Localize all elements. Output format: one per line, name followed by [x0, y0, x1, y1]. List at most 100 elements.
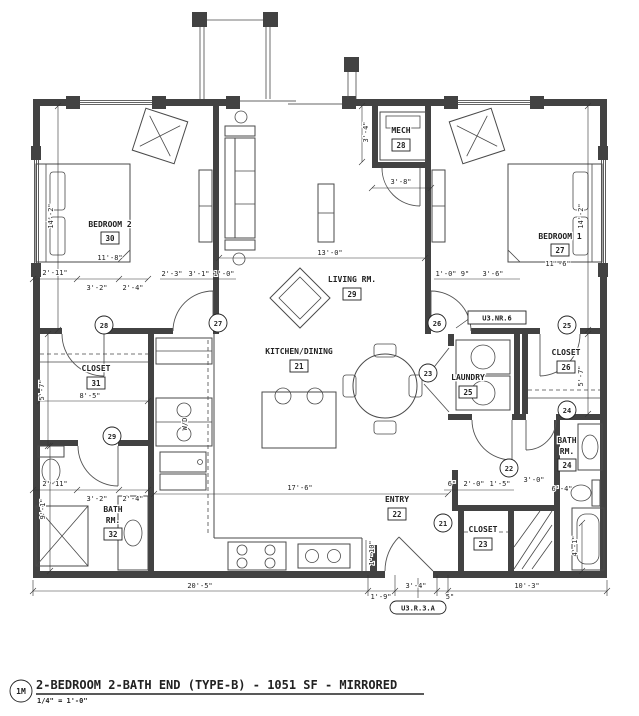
dim-1-9: 1'-9" — [370, 593, 391, 601]
keynote-26: 26 — [433, 320, 441, 328]
hatched-chase — [513, 510, 553, 570]
dim-3-4-top: 3'-4" — [362, 121, 370, 142]
room-label-mech: MECH — [391, 126, 410, 135]
dim-2-0: 2'-0" — [463, 480, 484, 488]
dimension-lines — [29, 102, 611, 598]
keynotes: 28 27 26 25 24 23 22 21 29 — [94, 313, 577, 533]
dresser-bedroom1 — [431, 169, 446, 243]
keynote-29: 29 — [108, 433, 116, 441]
dim-3-4-bottom: 3'-4" — [405, 582, 426, 590]
door-entry — [384, 536, 434, 572]
wd-label: W/D — [181, 418, 189, 431]
dim-3-2-b: 3'-2" — [86, 495, 107, 503]
island-bench — [261, 387, 337, 449]
room-label-bath32-line1: BATH — [103, 505, 122, 514]
door-closet31 — [61, 333, 105, 377]
sheet-title: 2-BEDROOM 2-BATH END (TYPE-B) - 1051 SF … — [36, 678, 397, 692]
dim-3-2-a: 3'-2" — [86, 284, 107, 292]
bed-bedroom2 — [35, 163, 131, 263]
dim-8-5: 8'-5" — [79, 392, 100, 400]
dim-1-10: 1'-10" — [368, 540, 376, 565]
door-bedroom2 — [172, 290, 214, 332]
dim-1-0-a: 1'-0" — [213, 270, 234, 278]
room-number-bath24: 24 — [562, 461, 572, 470]
dresser-bedroom2 — [198, 169, 213, 243]
room-label-closet23: CLOSET — [469, 525, 498, 534]
door-tag: U3.NR.6 — [482, 315, 512, 323]
chair-bedroom1 — [448, 107, 506, 165]
room-label-laundry: LAUNDRY — [451, 373, 485, 382]
room-number-bedroom1: 27 — [555, 246, 564, 255]
room-label-living: LIVING RM. — [328, 275, 376, 284]
room-label-bath24-line1: BATH — [557, 436, 576, 445]
door-hall — [471, 419, 513, 461]
dim-17-6: 17'-6" — [287, 484, 312, 492]
dimension-texts: 14'-2" 14'-2" 3'-4" 3'-8" 2'-11" 3'-2" 2… — [37, 120, 586, 602]
room-number-bedroom2: 30 — [105, 234, 115, 243]
room-number-mech: 28 — [396, 141, 406, 150]
title-block: 1M 2-BEDROOM 2-BATH END (TYPE-B) - 1051 … — [9, 678, 424, 705]
kitchen-counters — [155, 334, 363, 571]
room-number-closet31: 31 — [91, 379, 101, 388]
detail-marker-circle — [9, 679, 33, 703]
dim-2-4-a: 2'-4" — [122, 284, 143, 292]
room-number-closet23: 23 — [478, 540, 488, 549]
dim-3-0: 3'-0" — [523, 476, 544, 484]
dim-9: 9" — [461, 270, 469, 278]
room-label-bedroom1: BEDROOM 1 — [538, 232, 582, 241]
sofa — [224, 110, 256, 266]
dim-10-3: 10'-3" — [514, 582, 539, 590]
dining-table — [342, 343, 423, 435]
room-labels: BEDROOM 2 30 11'-8" BEDROOM 1 27 11'-6" … — [80, 125, 583, 551]
room-number-kitchen: 21 — [294, 362, 304, 371]
bath32-fixtures — [35, 445, 149, 571]
room-label-closet31: CLOSET — [82, 364, 111, 373]
entry-door-tag: U3.R.3.A — [401, 605, 436, 613]
dim-2-11-b: 2'-11" — [42, 480, 67, 488]
dim-14-2-left: 14'-2" — [47, 203, 55, 228]
room-label-bath24-line2: RM. — [560, 447, 574, 456]
dim-6-4: 6'-4" — [551, 485, 572, 493]
dim-5-7-left: 5'-7" — [38, 379, 46, 400]
posts-and-balcony — [31, 12, 608, 277]
dim-9-1: 9'-1" — [39, 498, 47, 519]
console-table — [317, 183, 335, 243]
room-number-laundry: 25 — [463, 388, 472, 397]
room-number-closet26: 26 — [561, 363, 571, 372]
mech-equipment — [379, 111, 427, 161]
keynote-22: 22 — [505, 465, 513, 473]
furniture — [35, 107, 605, 571]
dim-bedroom1: 11'-6" — [545, 260, 570, 268]
dim-3-1: 3'-1" — [188, 270, 209, 278]
tag-boxes: U3.NR.6 U3.R.3.A — [389, 310, 527, 615]
room-number-living: 29 — [347, 290, 357, 299]
area-rug — [269, 267, 331, 329]
dim-6: 6" — [448, 480, 456, 488]
dim-5-7-right: 5'-7" — [577, 365, 585, 386]
door-bath32 — [77, 445, 119, 487]
dim-4-1: 4'-1" — [571, 535, 579, 556]
keynote-21: 21 — [439, 520, 447, 528]
room-label-kitchen: KITCHEN/DINING — [265, 347, 333, 356]
dim-2-3: 2'-3" — [161, 270, 182, 278]
room-label-bedroom2: BEDROOM 2 — [88, 220, 132, 229]
dim-3-6: 3'-6" — [482, 270, 503, 278]
dim-2-11-a: 2'-11" — [42, 269, 67, 277]
dim-1-0-b: 1'-0" — [435, 270, 456, 278]
keynote-23: 23 — [424, 370, 432, 378]
dim-14-2-right: 14'-2" — [577, 203, 585, 228]
keynote-24: 24 — [563, 407, 571, 415]
room-number-entry: 22 — [392, 510, 401, 519]
dim-bedroom2: 11'-8" — [97, 254, 122, 262]
dim-3-8: 3'-8" — [390, 178, 411, 186]
detail-marker-ref: 1M — [16, 687, 26, 696]
room-number-bath32: 32 — [108, 530, 117, 539]
room-label-entry: ENTRY — [385, 495, 409, 504]
room-label-closet26: CLOSET — [552, 348, 581, 357]
keynote-25: 25 — [563, 322, 571, 330]
dim-2-4-b: 2'-4" — [122, 495, 143, 503]
keynote-27: 27 — [214, 320, 222, 328]
dim-13-0: 13'-0" — [317, 249, 342, 257]
